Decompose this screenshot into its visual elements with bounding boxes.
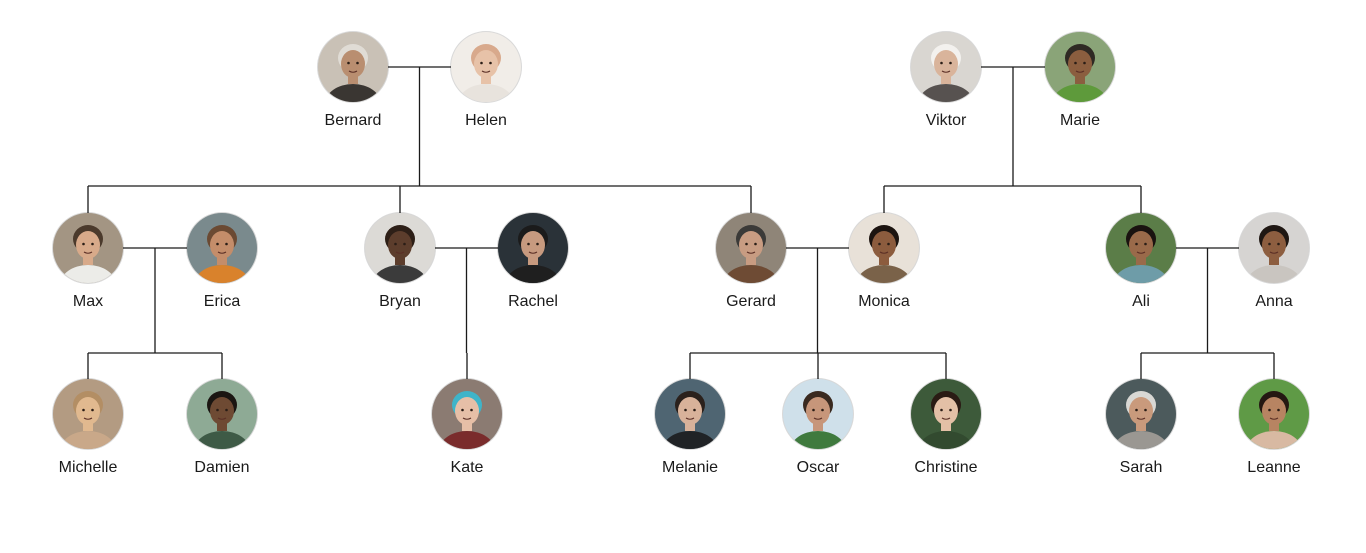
avatar-michelle[interactable] [53, 379, 123, 449]
avatar-erica[interactable] [187, 213, 257, 283]
avatar-bernard[interactable] [318, 32, 388, 102]
avatar-melanie[interactable] [655, 379, 725, 449]
person-erica[interactable]: Erica [162, 213, 282, 312]
person-monica[interactable]: Monica [824, 213, 944, 312]
person-rachel[interactable]: Rachel [473, 213, 593, 312]
person-michelle[interactable]: Michelle [28, 379, 148, 478]
name-christine: Christine [914, 459, 978, 476]
name-max: Max [72, 293, 104, 310]
person-bernard[interactable]: Bernard [293, 32, 413, 131]
avatar-max[interactable] [53, 213, 123, 283]
person-oscar[interactable]: Oscar [758, 379, 878, 478]
avatar-ali[interactable] [1106, 213, 1176, 283]
person-anna[interactable]: Anna [1214, 213, 1334, 312]
person-viktor[interactable]: Viktor [886, 32, 1006, 131]
name-rachel: Rachel [508, 293, 558, 310]
person-damien[interactable]: Damien [162, 379, 282, 478]
avatar-oscar[interactable] [783, 379, 853, 449]
name-damien: Damien [194, 459, 250, 476]
avatar-kate[interactable] [432, 379, 502, 449]
name-helen: Helen [465, 112, 507, 129]
person-max[interactable]: Max [28, 213, 148, 312]
person-marie[interactable]: Marie [1020, 32, 1140, 131]
avatar-marie[interactable] [1045, 32, 1115, 102]
name-gerard: Gerard [726, 293, 776, 310]
name-melanie: Melanie [661, 459, 719, 476]
person-sarah[interactable]: Sarah [1081, 379, 1201, 478]
avatar-gerard[interactable] [716, 213, 786, 283]
name-anna: Anna [1255, 293, 1293, 310]
avatar-monica[interactable] [849, 213, 919, 283]
name-oscar: Oscar [796, 459, 840, 476]
name-michelle: Michelle [58, 459, 118, 476]
avatar-sarah[interactable] [1106, 379, 1176, 449]
person-christine[interactable]: Christine [886, 379, 1006, 478]
avatar-anna[interactable] [1239, 213, 1309, 283]
avatar-bryan[interactable] [365, 213, 435, 283]
person-ali[interactable]: Ali [1081, 213, 1201, 312]
person-melanie[interactable]: Melanie [630, 379, 750, 478]
avatar-rachel[interactable] [498, 213, 568, 283]
name-erica: Erica [203, 293, 241, 310]
person-kate[interactable]: Kate [407, 379, 527, 478]
person-bryan[interactable]: Bryan [340, 213, 460, 312]
person-helen[interactable]: Helen [426, 32, 546, 131]
person-leanne[interactable]: Leanne [1214, 379, 1334, 478]
avatar-christine[interactable] [911, 379, 981, 449]
name-bryan: Bryan [379, 293, 421, 310]
name-bernard: Bernard [324, 112, 382, 129]
avatar-leanne[interactable] [1239, 379, 1309, 449]
name-ali: Ali [1132, 293, 1150, 310]
avatar-viktor[interactable] [911, 32, 981, 102]
avatar-damien[interactable] [187, 379, 257, 449]
name-viktor: Viktor [925, 112, 967, 129]
avatar-helen[interactable] [451, 32, 521, 102]
name-sarah: Sarah [1119, 459, 1163, 476]
name-marie: Marie [1059, 112, 1100, 129]
person-gerard[interactable]: Gerard [691, 213, 811, 312]
name-leanne: Leanne [1247, 459, 1301, 476]
name-kate: Kate [450, 459, 484, 476]
name-monica: Monica [858, 293, 910, 310]
